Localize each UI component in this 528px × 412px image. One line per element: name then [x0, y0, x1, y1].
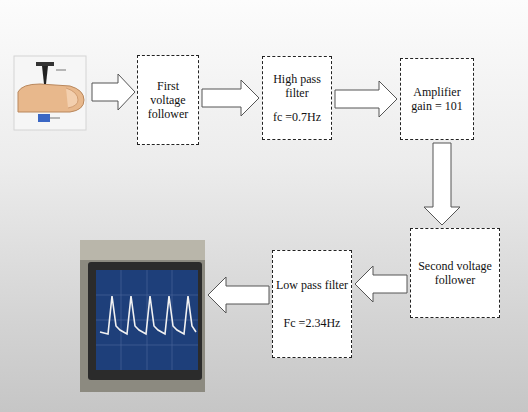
block-parameter: Fc =2.34Hz — [284, 316, 341, 330]
dashed-block-box: High pass filter fc =0.7Hz — [262, 56, 332, 140]
dashed-block-box: First voltage follower — [137, 55, 199, 145]
block-arrow — [92, 74, 135, 110]
finger-sensor-picture — [14, 56, 86, 130]
block-arrow — [335, 81, 397, 117]
block-title: Amplifier gain = 101 — [404, 85, 470, 113]
dashed-block-box: Amplifier gain = 101 — [400, 58, 474, 140]
oscilloscope-picture — [80, 240, 205, 392]
block-arrow — [208, 277, 269, 313]
block-arrow — [202, 80, 259, 116]
dashed-block-box: Second voltage follower — [410, 228, 500, 318]
block-title: Second voltage follower — [414, 259, 496, 287]
block-arrow — [424, 143, 460, 225]
block-title: Low pass filter — [276, 278, 348, 292]
block-title: High pass filter — [266, 72, 328, 100]
block-title: First voltage follower — [141, 79, 195, 121]
dashed-block-box: Low pass filter Fc =2.34Hz — [272, 250, 352, 358]
block-arrow — [355, 266, 407, 302]
block-parameter: fc =0.7Hz — [273, 110, 321, 124]
